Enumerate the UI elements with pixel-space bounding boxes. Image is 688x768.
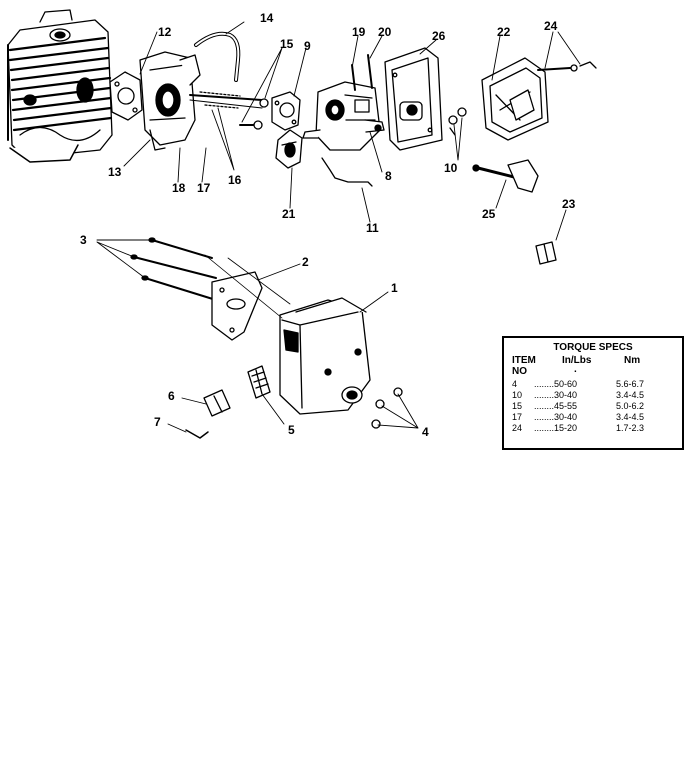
- screen-screw-part: [185, 429, 209, 439]
- callout-13: 13: [108, 165, 122, 179]
- callout-12: 12: [158, 25, 172, 39]
- cover-screw-part: [537, 61, 597, 72]
- spark-arrestor-screen-part: [247, 365, 271, 399]
- callout-2: 2: [302, 255, 309, 269]
- nm-value: 5.6-6.7: [616, 379, 645, 389]
- muffler-nuts-part: [371, 387, 403, 429]
- mounting-bolts-15-16: [189, 91, 269, 130]
- callout-23: 23: [562, 197, 576, 211]
- callout-5: 5: [288, 423, 295, 437]
- muffler-gasket-part: [211, 271, 263, 341]
- inlbs-value: 30-40: [554, 390, 578, 400]
- column-header-inlbs: In/Lbs: [562, 355, 592, 366]
- callout-leader-lines: [96, 21, 581, 433]
- filter-element-part: [535, 241, 557, 265]
- screen-cover-part: [203, 389, 231, 417]
- callout-7: 7: [154, 415, 161, 429]
- long-bolts-part: [130, 237, 217, 301]
- inlbs-value: 30-40: [554, 412, 578, 422]
- item-number: 24: [512, 423, 523, 433]
- inlbs-value: 15-20: [554, 423, 578, 433]
- callout-20: 20: [378, 25, 392, 39]
- air-filter-base-part: [384, 47, 443, 151]
- callout-16: 16: [228, 173, 242, 187]
- torque-specs-title: TORQUE SPECS: [553, 342, 633, 353]
- air-filter-cover-part: [481, 57, 549, 141]
- callout-6: 6: [168, 389, 175, 403]
- callout-18: 18: [172, 181, 186, 195]
- callout-25: 25: [482, 207, 496, 221]
- carburetor-gasket-part: [271, 91, 301, 131]
- nm-value: 3.4-4.5: [616, 390, 645, 400]
- callout-1: 1: [391, 281, 398, 295]
- callout-11: 11: [366, 221, 379, 235]
- choke-knob-part: [472, 159, 539, 193]
- callout-14: 14: [260, 11, 274, 25]
- callout-22: 22: [497, 25, 511, 39]
- callout-19: 19: [352, 25, 366, 39]
- throttle-rod-part: [321, 157, 373, 187]
- callout-17: 17: [197, 181, 211, 195]
- inlbs-value: 50-60: [554, 379, 578, 389]
- nm-value: 1.7-2.3: [616, 423, 645, 433]
- torque-specs-table: TORQUE SPECS ITEM NO In/Lbs Nm . 4......…: [502, 336, 684, 450]
- throttle-bracket-part: [275, 129, 303, 169]
- intake-gasket-part: [109, 71, 143, 121]
- callout-8: 8: [385, 169, 392, 183]
- column-header-item: ITEM: [512, 355, 536, 366]
- item-number: 17: [512, 412, 523, 422]
- callout-26: 26: [432, 29, 446, 43]
- callout-15: 15: [280, 37, 294, 51]
- callout-24: 24: [544, 19, 558, 33]
- callout-9: 9: [304, 39, 311, 53]
- item-number: 4: [512, 379, 518, 389]
- callout-4: 4: [422, 425, 429, 439]
- nm-value: 5.0-6.2: [616, 401, 645, 411]
- callout-21: 21: [282, 207, 296, 221]
- column-header-dot: .: [574, 364, 577, 375]
- carburetor-part: [302, 54, 385, 151]
- item-number: 15: [512, 401, 523, 411]
- inlbs-value: 45-55: [554, 401, 578, 411]
- item-number: 10: [512, 390, 523, 400]
- callout-3: 3: [80, 233, 87, 247]
- nm-value: 3.4-4.5: [616, 412, 645, 422]
- air-filter-fasteners: [448, 107, 467, 136]
- column-header-nm: Nm: [624, 355, 641, 366]
- callout-10: 10: [444, 161, 458, 175]
- column-header-no: NO: [512, 366, 527, 377]
- cylinder-part: [7, 9, 113, 163]
- intake-adapter-part: [139, 51, 201, 151]
- muffler-body-part: [204, 254, 371, 415]
